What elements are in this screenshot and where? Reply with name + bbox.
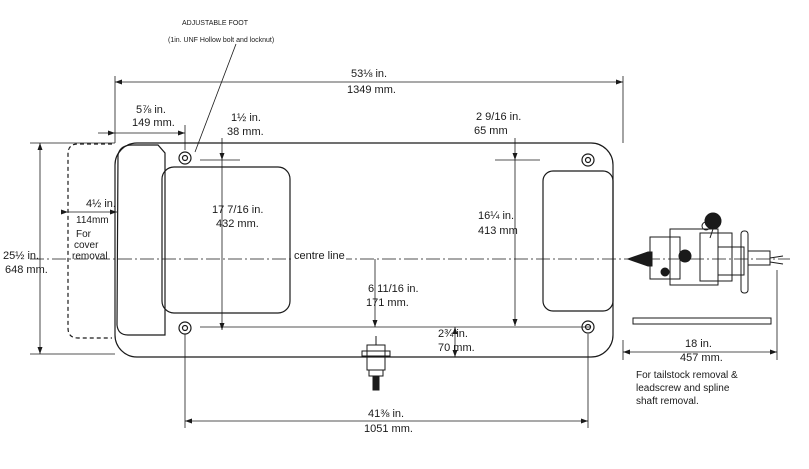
foot-bolt-top-left (178, 151, 192, 165)
bottom-gap-mm: 70 mm. (438, 342, 475, 354)
foot-span-mm: 1051 mm. (364, 423, 413, 435)
tailstock-note-line-1: For tailstock removal & (636, 370, 738, 381)
adjustable-foot-title: ADJUSTABLE FOOT (182, 20, 248, 27)
depth-left-in: 17 7/16 in. (212, 204, 264, 216)
cover-removal-outline (67, 143, 112, 339)
top-offset-right-in: 2 9/16 in. (476, 111, 522, 123)
end-cover (116, 144, 166, 336)
adjustable-foot-note: (1in. UNF Hollow bolt and locknut) (168, 37, 275, 44)
tailstock-note-line-3: shaft removal. (636, 396, 699, 407)
depth-right-in: 16¼ in. (478, 210, 515, 222)
cover-note-line-2: cover (74, 240, 99, 251)
overall-length-mm: 1349 mm. (347, 84, 396, 96)
foot-bolt-bottom-left (178, 321, 192, 335)
cover-note-line-1: For (76, 229, 91, 240)
top-offset-left-mm: 38 mm. (227, 126, 264, 138)
adjustable-foot-side-view (361, 336, 391, 391)
centre-line-label: centre line (293, 250, 346, 262)
tailstock-assembly (626, 212, 784, 294)
bottom-gap-in: 2¾ in. (438, 328, 468, 340)
foot-bolt-top-right (581, 153, 595, 167)
left-offset-mm: 149 mm. (132, 117, 175, 129)
tailstock-note-line-2: leadscrew and spline (636, 383, 730, 394)
cover-dim-mm: 114mm (76, 215, 109, 226)
depth-right-mm: 413 mm (478, 225, 518, 237)
overall-length-in: 53⅛ in. (351, 68, 388, 80)
depth-left-mm: 432 mm. (216, 218, 259, 230)
top-offset-right-mm: 65 mm (474, 125, 508, 137)
right-pad (542, 170, 614, 312)
tailstock-dim-mm: 457 mm. (680, 352, 723, 364)
foot-span-in: 41⅜ in. (368, 408, 405, 420)
mid-dim-in: 6 11/16 in. (368, 283, 419, 295)
tailstock-rod (632, 317, 772, 325)
mid-dim-mm: 171 mm. (366, 297, 409, 309)
tailstock-dim-in: 18 in. (685, 338, 712, 350)
cover-note-line-3: removal (72, 251, 108, 262)
left-pad (161, 166, 291, 314)
overall-width-in: 25½ in. (3, 250, 40, 262)
overall-width-mm: 648 mm. (5, 264, 48, 276)
left-offset-in: 5⅞ in. (136, 104, 166, 116)
top-offset-left-in: 1½ in. (231, 112, 261, 124)
cover-dim-in: 4½ in. (86, 198, 116, 210)
